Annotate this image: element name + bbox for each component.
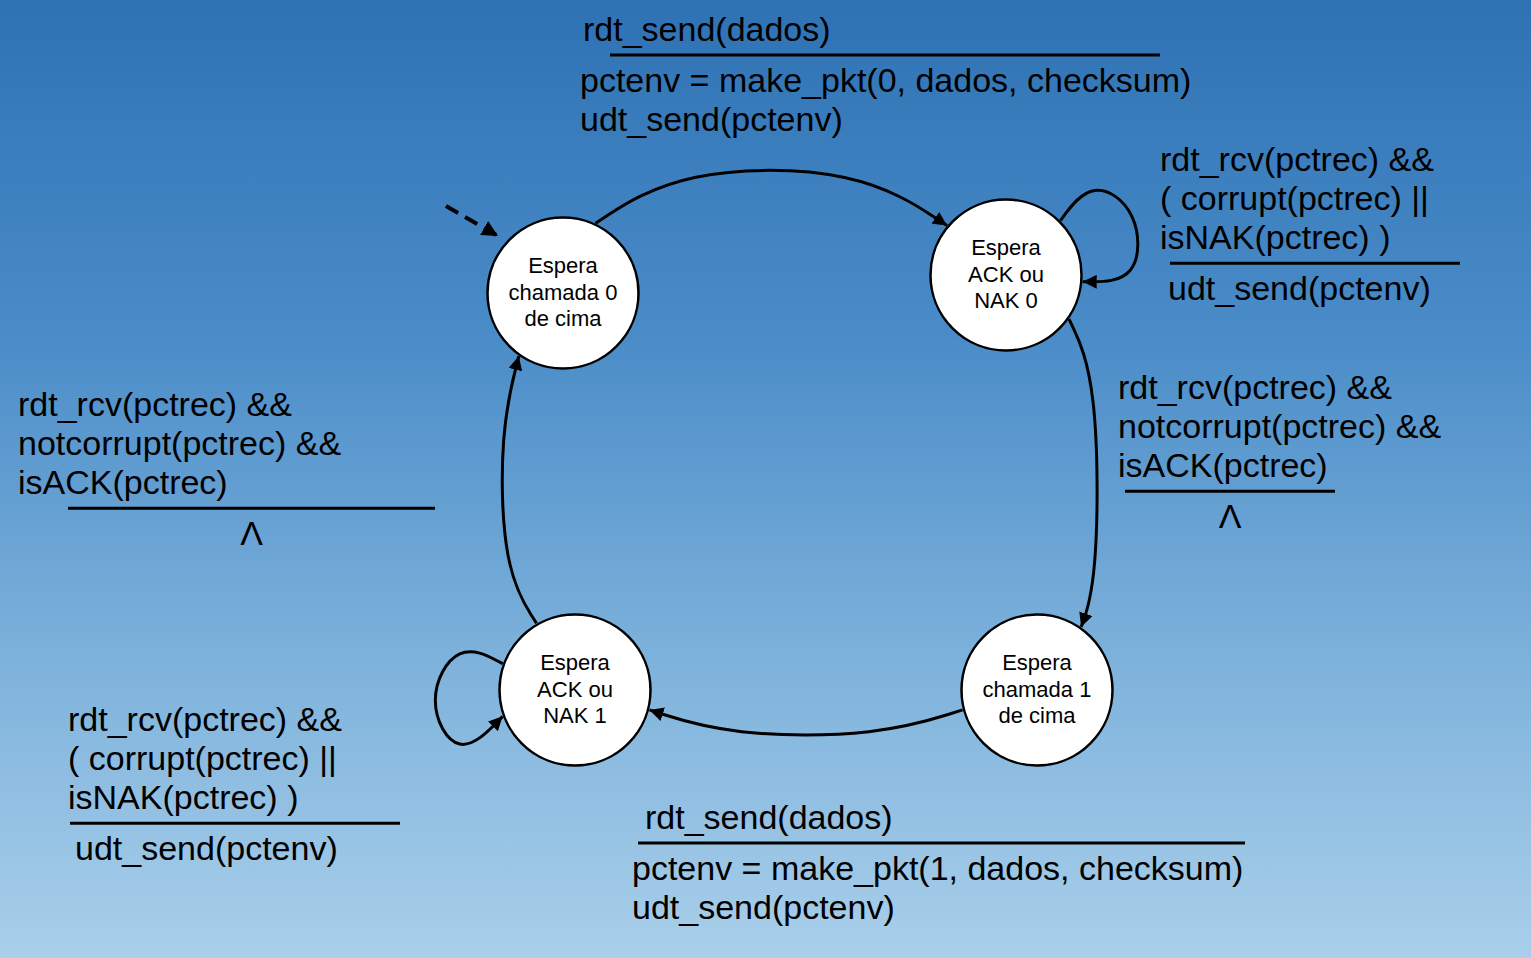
state-node: Espera ACK ou NAK 1	[498, 613, 652, 767]
transition-bar	[1170, 262, 1460, 265]
transition-bar	[638, 842, 1245, 845]
transition-event: rdt_send(dados)	[645, 798, 893, 837]
state-label: Espera chamada 1 de cima	[980, 650, 1094, 729]
transition-bar	[1125, 490, 1335, 493]
transition-action: udt_send(pctenv)	[580, 100, 843, 139]
state-circle	[500, 615, 651, 766]
transition-action: Λ	[1219, 497, 1242, 536]
transition-event: rdt_rcv(pctrec) && notcorrupt(pctrec) &&…	[1118, 368, 1448, 485]
state-circle	[962, 615, 1113, 766]
transition-event: rdt_rcv(pctrec) && notcorrupt(pctrec) &&…	[18, 385, 348, 502]
transition-bar	[610, 54, 1160, 57]
transition-action: pctenv = make_pkt(0, dados, checksum)	[580, 61, 1191, 100]
state-circle	[931, 200, 1082, 351]
transition-action: udt_send(pctenv)	[632, 888, 895, 927]
transition-event: rdt_send(dados)	[583, 10, 831, 49]
transition-arrow	[1069, 319, 1097, 627]
transition-bar	[70, 822, 400, 825]
state-node: Espera chamada 1 de cima	[960, 613, 1114, 767]
state-label: Espera ACK ou NAK 0	[949, 235, 1063, 314]
state-node: Espera ACK ou NAK 0	[929, 198, 1083, 352]
transition-event: rdt_rcv(pctrec) && ( corrupt(pctrec) || …	[68, 700, 358, 817]
transition-action: pctenv = make_pkt(1, dados, checksum)	[632, 849, 1243, 888]
state-circle	[488, 218, 639, 369]
state-label: Espera chamada 0 de cima	[506, 253, 620, 332]
initial-arrow	[446, 206, 498, 236]
transition-bar	[68, 507, 435, 510]
transition-arrow	[596, 170, 947, 225]
transition-arrow	[649, 710, 962, 735]
state-node: Espera chamada 0 de cima	[486, 216, 640, 370]
transition-action: udt_send(pctenv)	[1168, 269, 1431, 308]
state-label: Espera ACK ou NAK 1	[518, 650, 632, 729]
transition-arrow	[502, 356, 536, 623]
transition-action: Λ	[240, 514, 263, 553]
transition-arrow	[435, 652, 502, 745]
transition-event: rdt_rcv(pctrec) && ( corrupt(pctrec) || …	[1160, 140, 1450, 257]
transition-action: udt_send(pctenv)	[75, 829, 338, 868]
